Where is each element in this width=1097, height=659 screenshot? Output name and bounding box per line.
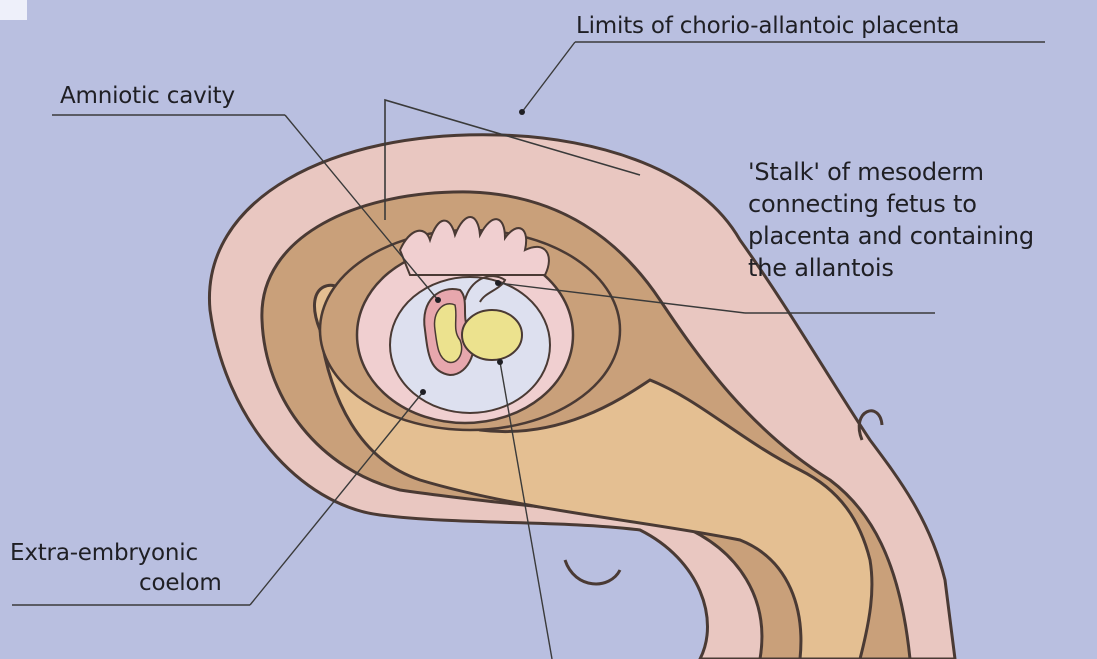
coelom-label-line: Extra-embryonic (10, 538, 222, 568)
yolk-sac (462, 310, 522, 360)
stalk-label-line: placenta and containing (748, 220, 1034, 252)
placenta-pointer-dot (519, 109, 525, 115)
coelom-pointer-dot (420, 389, 426, 395)
amniotic-pointer-dot (435, 297, 441, 303)
stalk-pointer-dot (495, 280, 501, 286)
stalk-label-line: the allantois (748, 252, 1034, 284)
extra-embryonic-coelom-label: Extra-embryonic coelom (10, 538, 222, 598)
stalk-label-line: 'Stalk' of mesoderm (748, 156, 1034, 188)
yolk-sac-pointer-dot (497, 359, 503, 365)
amniotic-cavity-label: Amniotic cavity (60, 81, 235, 111)
placenta-leader-line (522, 42, 575, 112)
stalk-label: 'Stalk' of mesoderm connecting fetus to … (748, 156, 1034, 284)
stalk-label-line: connecting fetus to (748, 188, 1034, 220)
placenta-limits-label: Limits of chorio-allantoic placenta (576, 11, 959, 41)
lower-hook (565, 560, 620, 584)
coelom-label-line: coelom (10, 568, 222, 598)
